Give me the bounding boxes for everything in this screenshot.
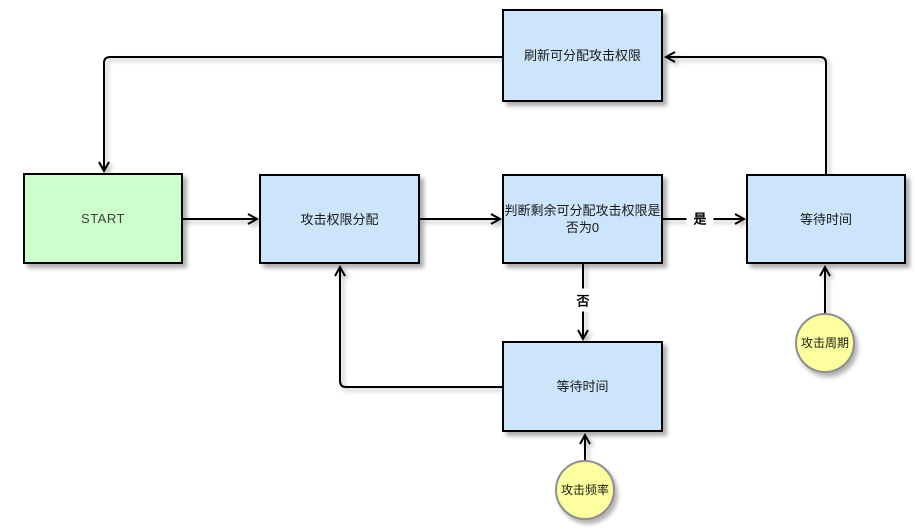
- edge-label-yes: 是: [686, 206, 714, 230]
- node-attack-cycle: 攻击周期: [795, 313, 855, 373]
- node-label: 刷新可分配攻击权限: [523, 48, 641, 63]
- node-start: START: [23, 173, 183, 264]
- edge-label-no: 否: [569, 288, 597, 312]
- node-judge-remaining-permission-zero: 判断剩余可分配攻击权限是否为0: [502, 174, 663, 264]
- connector-refresh-to-start: [98, 56, 502, 174]
- node-wait-time-right: 等待时间: [746, 174, 906, 264]
- node-label: 判断剩余可分配攻击权限是否为0: [504, 203, 661, 235]
- node-label: 等待时间: [556, 379, 609, 394]
- node-refresh-allocatable-attack-permission: 刷新可分配攻击权限: [502, 9, 663, 102]
- node-label: 攻击权限分配: [300, 211, 379, 227]
- node-attack-frequency: 攻击频率: [555, 460, 615, 520]
- node-label: START: [81, 211, 125, 226]
- connector-wait-bottom-to-allocate: [334, 264, 502, 388]
- node-label: 攻击频率: [560, 482, 609, 497]
- connector-wait-right-to-refresh: [663, 51, 827, 174]
- node-wait-time-bottom: 等待时间: [502, 341, 663, 432]
- node-attack-permission-allocation: 攻击权限分配: [259, 174, 420, 264]
- node-label: 攻击周期: [800, 335, 849, 350]
- node-label: 等待时间: [799, 211, 852, 227]
